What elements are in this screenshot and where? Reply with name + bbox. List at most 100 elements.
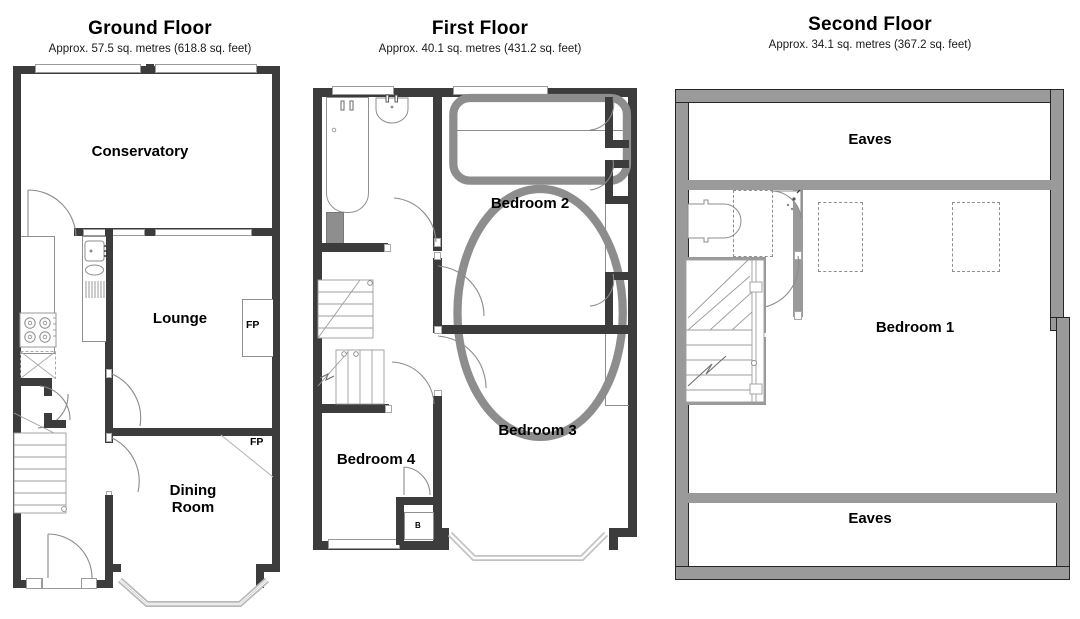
gf-wall-kitchen-south xyxy=(13,378,51,386)
ff-alcove-line xyxy=(605,204,606,276)
ff-door-bedroom2 xyxy=(437,265,485,317)
first-floor-subtitle: Approx. 40.1 sq. metres (431.2 sq. feet) xyxy=(378,43,582,55)
ff-wardrobe-door-1 xyxy=(589,97,615,131)
gf-wall-stairs-nose2 xyxy=(44,413,52,428)
ff-boiler-wall-top xyxy=(396,497,434,505)
ff-wardrobe-wall-2 xyxy=(605,160,613,204)
ff-wc xyxy=(449,93,632,442)
gf-window-div-left xyxy=(83,229,145,236)
ground-floor-heading: Ground Floor Approx. 57.5 sq. metres (61… xyxy=(0,18,300,57)
gf-wall-hall-dining xyxy=(105,495,113,585)
ground-floor-plan: Conservatory xyxy=(0,0,300,619)
sf-wall-south xyxy=(675,566,1070,580)
gf-appliance-crossbox xyxy=(20,351,56,379)
room-label-bedroom4: Bedroom 4 xyxy=(336,451,416,468)
ground-floor-title: Ground Floor xyxy=(88,18,212,39)
sf-wall-east-upper xyxy=(1050,89,1064,331)
sf-eaves-wall-top xyxy=(688,180,1051,190)
ff-door-boiler xyxy=(403,466,431,496)
ff-wall-west xyxy=(313,88,322,550)
ff-bath-waste xyxy=(331,127,337,133)
ff-window-bathroom xyxy=(332,86,394,95)
gf-sink-icon xyxy=(84,240,107,298)
first-floor-title: First Floor xyxy=(431,18,529,39)
room-label-lounge: Lounge xyxy=(152,310,208,327)
gf-wall-kitchen-jamb xyxy=(44,378,52,396)
ground-floor-subtitle: Approx. 57.5 sq. metres (618.8 sq. feet) xyxy=(48,43,252,55)
ff-wall-bedroom4-north xyxy=(313,404,389,413)
gf-front-door xyxy=(47,533,93,579)
room-label-eaves-top: Eaves xyxy=(848,131,892,148)
gf-front-sidelight-right xyxy=(81,578,97,589)
ff-wardrobe-door-3 xyxy=(589,273,615,307)
ff-wash-basin xyxy=(375,94,409,124)
ff-wall-south-right xyxy=(609,528,637,537)
gf-wall-nub-west xyxy=(13,228,21,236)
gf-wall-stairs-nose xyxy=(44,420,66,428)
first-floor-heading: First Floor Approx. 40.1 sq. metres (431… xyxy=(300,18,660,57)
ff-wardrobe-wall-2a xyxy=(605,160,629,168)
gf-wall-bay-return-east xyxy=(256,564,264,588)
ff-bed3-alcove-line xyxy=(605,334,606,406)
second-floor-subtitle: Approx. 34.1 sq. metres (367.2 sq. feet) xyxy=(768,39,972,51)
gf-wall-south-bayedge xyxy=(105,564,121,572)
room-label-eaves-bottom: Eaves xyxy=(848,510,892,527)
room-label-dining-line1: Dining xyxy=(169,482,217,499)
gf-window-north-right xyxy=(155,64,257,73)
ff-wall-bed2-bed3 xyxy=(442,325,628,334)
ff-door-bedroom3 xyxy=(437,335,487,389)
ff-jamb-bedroom4 xyxy=(385,405,392,413)
gf-door-conservatory xyxy=(27,189,77,237)
gf-door-dining xyxy=(111,437,140,493)
ff-bath-taps xyxy=(340,100,354,111)
sf-wall-west xyxy=(675,89,689,580)
ff-bed3-alcove-line2 xyxy=(605,405,629,406)
room-label-bedroom2: Bedroom 2 xyxy=(490,195,570,212)
gf-wall-south-right xyxy=(256,564,280,572)
room-label-dining: Dining Room xyxy=(138,482,248,516)
ff-jamb-bathroom-door xyxy=(434,238,441,247)
gf-wall-hall-lounge xyxy=(105,228,113,435)
sf-wall-north xyxy=(675,89,1064,103)
ff-radiator xyxy=(326,212,344,247)
ff-wardrobe-wall-2b xyxy=(605,196,629,204)
ff-wall-east xyxy=(628,88,637,528)
room-label-bedroom1: Bedroom 1 xyxy=(875,319,955,336)
room-label-dining-line2: Room xyxy=(171,499,215,516)
ff-door-bathroom xyxy=(393,197,437,243)
ff-wall-bay-return-east xyxy=(609,528,618,550)
ff-wall-bed4-bed3 xyxy=(433,396,442,545)
gf-front-sidelight-left xyxy=(26,578,42,589)
ff-jamb-bathroom xyxy=(384,244,391,252)
first-floor-plan: Bedroom 2 Bedroom 3 xyxy=(300,0,660,619)
gf-staircase xyxy=(13,412,67,514)
ff-jamb-landing-b xyxy=(434,326,442,334)
gf-bay-window xyxy=(118,577,269,607)
gf-door-lounge xyxy=(111,373,142,427)
sf-staircase xyxy=(685,259,765,403)
ff-wall-landing-east-upper xyxy=(433,258,442,333)
gf-fireplace-lounge xyxy=(242,299,273,357)
ff-bed2-ceiling-line xyxy=(452,130,628,131)
ff-staircase-up xyxy=(317,349,385,405)
floor-panel-first: First Floor Approx. 40.1 sq. metres (431… xyxy=(300,0,660,619)
gf-fireplace-dining xyxy=(220,434,274,478)
gf-window-mullion-north xyxy=(146,64,154,73)
ff-jamb-landing-a xyxy=(434,252,441,260)
gf-fp-label-lounge: FP xyxy=(246,319,260,331)
ff-bay-window xyxy=(447,531,609,561)
ff-boiler-wall-left xyxy=(396,497,404,545)
sf-rooflight-right xyxy=(952,202,1000,272)
floor-panel-second: Second Floor Approx. 34.1 sq. metres (36… xyxy=(660,0,1080,619)
ff-boiler-label: B xyxy=(415,521,421,530)
ff-boiler-box xyxy=(404,512,434,540)
floor-panel-ground: Ground Floor Approx. 57.5 sq. metres (61… xyxy=(0,0,300,619)
gf-door-hall-under-stairs xyxy=(37,393,69,429)
gf-window-north-left xyxy=(35,64,141,73)
sf-shower-tray-outline xyxy=(733,190,773,257)
ff-wall-bathroom-south xyxy=(313,243,388,252)
room-label-conservatory: Conservatory xyxy=(91,143,189,160)
ff-window-bedroom4 xyxy=(328,539,400,549)
gf-door-kitchen xyxy=(39,385,71,421)
